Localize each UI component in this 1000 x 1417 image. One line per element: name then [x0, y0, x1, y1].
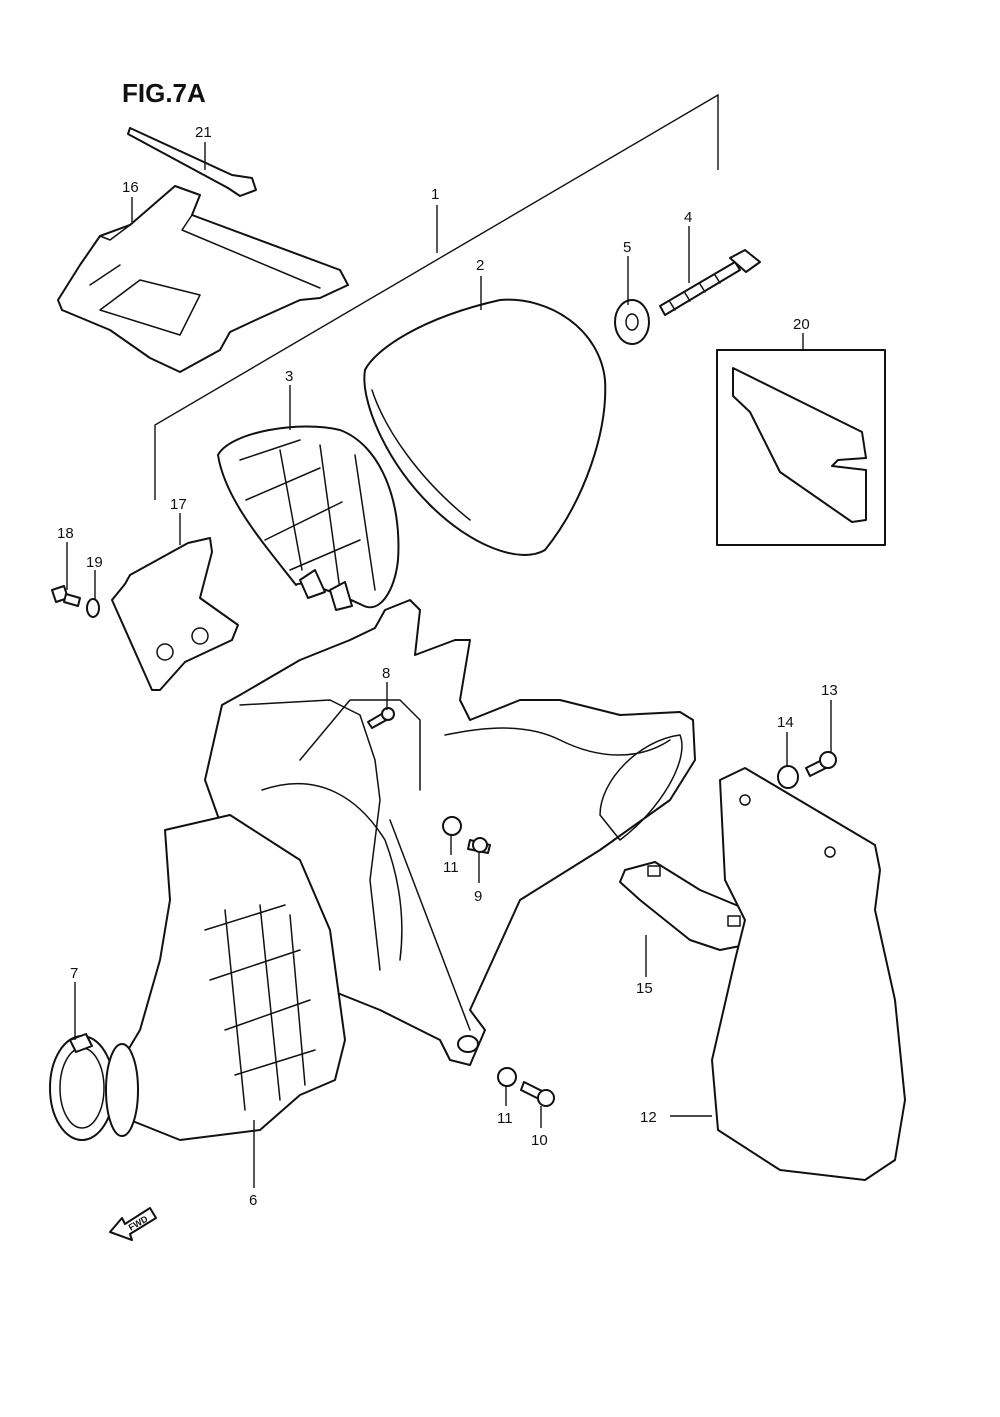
callout-16: 16: [122, 179, 139, 196]
callout-14: 14: [777, 714, 794, 731]
part-7-hose-clamp: [49, 1033, 139, 1141]
callout-18: 18: [57, 525, 74, 542]
part-3-filter-cage: [217, 425, 400, 611]
callout-12: 12: [640, 1109, 657, 1126]
callout-6: 6: [249, 1192, 257, 1209]
callout-5: 5: [623, 239, 631, 256]
callout-19: 19: [86, 554, 103, 571]
figure-title: FIG.7A: [122, 78, 206, 108]
part-11b-collar: [497, 1067, 517, 1087]
callout-11a: 11: [443, 859, 459, 876]
leader-lines: [66, 142, 832, 1188]
callout-13: 13: [821, 682, 838, 699]
part-20-inset: [716, 349, 886, 546]
callout-17: 17: [170, 496, 187, 513]
callout-21: 21: [195, 124, 212, 141]
part-10-bolt: [520, 1081, 555, 1107]
callout-15: 15: [636, 980, 653, 997]
assembly-bracket: [154, 93, 719, 500]
part-9-bolt: [467, 837, 491, 854]
callout-9: 9: [474, 888, 482, 905]
callout-11b: 11: [497, 1110, 513, 1127]
part-18-bolt: [51, 585, 81, 607]
callout-8: 8: [382, 665, 390, 682]
callout-20: 20: [793, 316, 810, 333]
part-8-screw: [367, 707, 395, 729]
callout-3: 3: [285, 368, 293, 385]
callout-10: 10: [531, 1132, 548, 1149]
callout-2: 2: [476, 257, 484, 274]
part-21-cable-tie: [127, 127, 257, 197]
callout-4: 4: [684, 209, 692, 226]
part-16-cover-plate: [57, 185, 349, 373]
part-14-washer: [777, 765, 799, 789]
part-5-washer: [614, 299, 650, 345]
callout-labels: 1 2 3 4 5 6 7 8 9 10 11 11 12 13 14 15 1…: [57, 124, 838, 1209]
callout-7: 7: [70, 965, 78, 982]
part-12-intake-duct: [711, 767, 906, 1181]
part-13-bolt: [805, 751, 837, 777]
part-17-bracket: [111, 537, 239, 691]
part-4-wing-bolt: [659, 249, 761, 316]
part-19-washer: [86, 598, 100, 618]
part-11a-collar: [442, 816, 462, 836]
fwd-arrow-icon: FWD: [109, 1207, 157, 1241]
callout-1: 1: [431, 186, 439, 203]
part-2-air-filter: [363, 298, 607, 556]
part-6-inlet-duct: [109, 814, 346, 1141]
